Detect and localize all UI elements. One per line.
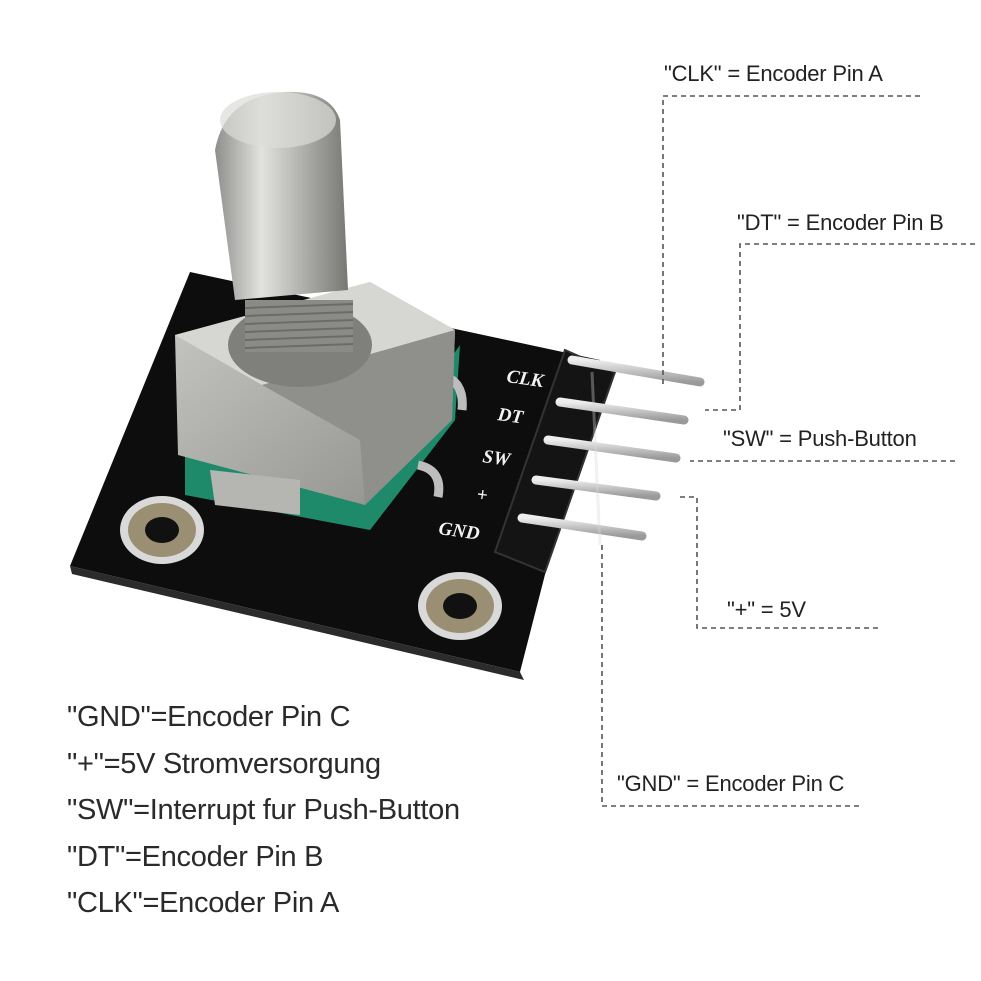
mounting-hole-right bbox=[418, 572, 502, 640]
legend-dt: "DT"=Encoder Pin B bbox=[67, 840, 324, 873]
callout-dt: "DT" = Encoder Pin B bbox=[737, 210, 944, 235]
pin-legend: "GND"=Encoder Pin C "+"=5V Stromversorgu… bbox=[67, 694, 460, 927]
legend-sw: "SW"=Interrupt fur Push-Button bbox=[67, 794, 460, 826]
callout-plus: "+" = 5V bbox=[727, 597, 806, 622]
header-pins bbox=[517, 355, 705, 546]
legend-gnd: "GND"=Encoder Pin C bbox=[67, 701, 351, 733]
leader-line-clk bbox=[662, 95, 920, 385]
silk-label-plus: + bbox=[475, 484, 489, 506]
pcb-edge bbox=[70, 566, 524, 680]
leader-line-dt bbox=[705, 243, 975, 411]
legend-plus: "+"=5V Stromversorgung bbox=[67, 747, 381, 780]
leader-line-plus bbox=[680, 496, 882, 629]
silk-label-sw: SW bbox=[481, 446, 512, 471]
callout-clk: "CLK" = Encoder Pin A bbox=[664, 61, 883, 86]
mounting-hole-left bbox=[120, 496, 204, 564]
legend-clk: "CLK"=Encoder Pin A bbox=[67, 887, 340, 919]
callout-gnd: "GND" = Encoder Pin C bbox=[617, 771, 845, 796]
leader-line-gnd bbox=[601, 545, 860, 807]
callout-sw: "SW" = Push-Button bbox=[723, 426, 917, 451]
silk-label-dt: DT bbox=[495, 404, 525, 429]
